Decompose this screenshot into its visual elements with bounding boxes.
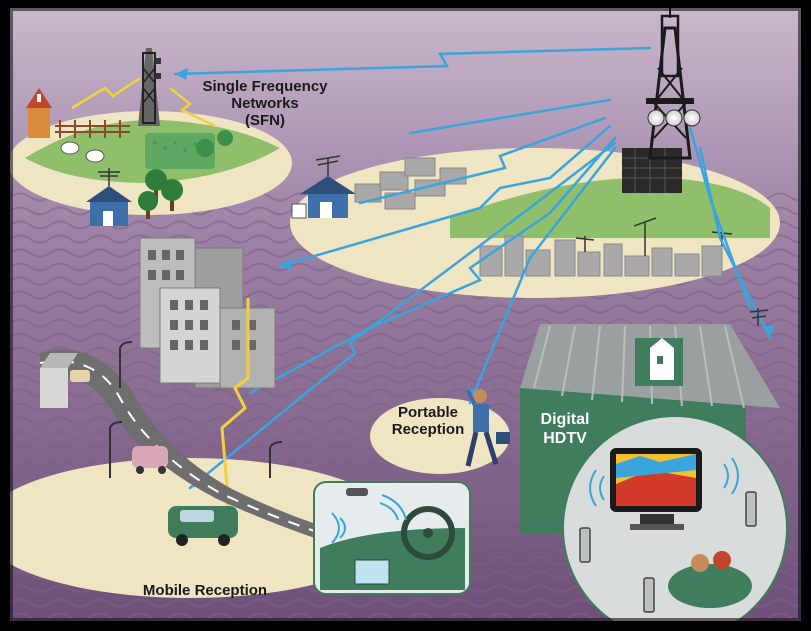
central-town [291, 155, 467, 219]
office-buildings [139, 237, 276, 389]
living-room-inset [562, 415, 788, 621]
broadcast-signals-blue [173, 46, 772, 490]
sfn-village [25, 88, 280, 226]
road [39, 349, 361, 553]
mobile-reception-label: Mobile Reception [120, 582, 290, 599]
sfn-label: Single Frequency Networks (SFN) [185, 78, 345, 129]
tv-icon [610, 448, 702, 530]
trees [138, 130, 233, 219]
pagoda-house-icon [291, 176, 356, 219]
portable-label-line2: Reception [391, 421, 465, 438]
portable-label-line1: Portable [397, 404, 458, 421]
speaker-icons [579, 491, 757, 613]
mobile-label-text: Mobile Reception [142, 582, 268, 599]
hdtv-label-line2: HDTV [543, 430, 587, 447]
church-icon [26, 88, 52, 138]
sfn-label-line2: Networks [231, 95, 299, 112]
digital-hdtv-label: Digital HDTV [530, 410, 600, 448]
person-with-phone-icon [465, 389, 510, 467]
fence [55, 120, 130, 138]
sfn-label-line3: (SFN) [245, 112, 285, 129]
main-transmitter-tower [622, 8, 701, 193]
city-skyline [479, 235, 723, 277]
car-interior-inset [313, 481, 471, 595]
sfn-signal-yellow [71, 76, 216, 128]
street-lamps [109, 341, 283, 478]
house-icon [86, 186, 132, 226]
sfn-transmitter-tower [138, 48, 161, 126]
portable-reception-label: Portable Reception [380, 404, 476, 438]
diagram-scene: Single Frequency Networks (SFN) Portable… [10, 8, 801, 621]
antenna-icon [315, 155, 341, 176]
cars [70, 370, 238, 546]
hill [450, 177, 770, 238]
antenna-icon [98, 168, 120, 186]
sheep-icon [60, 141, 105, 163]
mobile-car-icon [168, 506, 238, 546]
sfn-label-line1: Single Frequency [202, 78, 328, 95]
hdtv-label-line1: Digital [540, 411, 590, 428]
